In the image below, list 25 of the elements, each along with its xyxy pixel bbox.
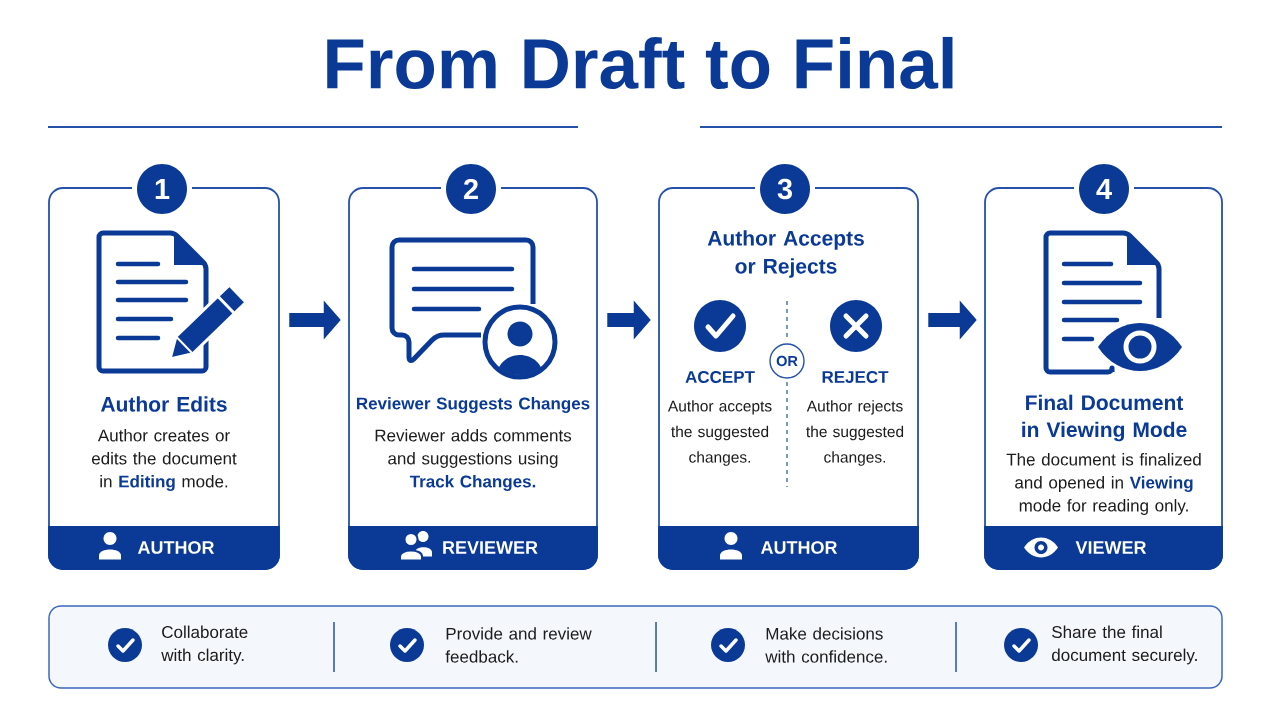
step-description: The document is finalized and opened in Viewing mode for reading only. [1006, 453, 1201, 515]
step-title: Reviewer Suggests Changes [357, 397, 590, 413]
benefit-text: Provide and review feedback. [445, 627, 592, 663]
title: From Draft to Final [327, 36, 953, 90]
step-number: 4 [1079, 164, 1129, 214]
step-description: Reviewer adds comments and suggestions using Track Changes. [375, 429, 572, 491]
step-number: 2 [446, 164, 496, 214]
step-number: 3 [760, 164, 810, 214]
option-label: ACCEPT [685, 370, 755, 383]
role-band: REVIEWER [348, 526, 598, 570]
benefit-text: Collaborate with clarity. [161, 625, 248, 665]
step-title: Author Accepts or Rejects [707, 230, 864, 278]
step-title: Final Document in Viewing Mode [1022, 394, 1187, 442]
step-description: Author rejects the suggested changes. [806, 400, 904, 466]
option-label: REJECT [822, 370, 889, 383]
step-number: 1 [137, 164, 187, 214]
step-description: Author creates or edits the document in Editing mode. [91, 429, 237, 491]
step-description: Author accepts the suggested changes. [667, 400, 772, 466]
role-band: AUTHOR [658, 526, 919, 570]
benefit-text: Share the final document securely. [1052, 625, 1197, 665]
benefit-text: Make decisions with confidence. [765, 627, 887, 663]
or-badge: OR [769, 343, 805, 379]
step-title: Author Edits [100, 396, 227, 412]
role-band: AUTHOR [48, 526, 280, 570]
role-band: VIEWER [984, 526, 1223, 570]
